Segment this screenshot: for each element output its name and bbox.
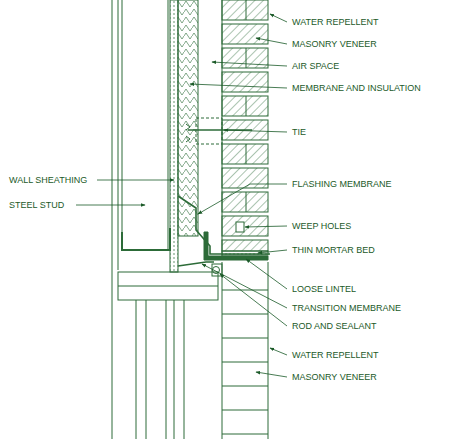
callout-label: WALL SHEATHING xyxy=(8,174,88,186)
callout-label: FLASHING MEMBRANE xyxy=(291,178,393,190)
callout-label: TIE xyxy=(291,126,307,138)
leader-lines xyxy=(76,14,287,377)
callout-label: THIN MORTAR BED xyxy=(291,244,376,256)
callout-label: MEMBRANE AND INSULATION xyxy=(291,82,422,94)
callout-label: WATER REPELLENT xyxy=(291,16,380,28)
callout-label: STEEL STUD xyxy=(8,199,65,211)
callout-label: WEEP HOLES xyxy=(291,220,352,232)
callout-label: LOOSE LINTEL xyxy=(291,283,357,295)
callout-label: MASONRY VENEER xyxy=(291,371,378,383)
callout-label: WATER REPELLENT xyxy=(291,349,380,361)
callout-label: MASONRY VENEER xyxy=(291,38,378,50)
section-linework xyxy=(112,0,270,439)
callout-label: AIR SPACE xyxy=(291,60,340,72)
callout-label: TRANSITION MEMBRANE xyxy=(291,302,402,314)
callout-label: ROD AND SEALANT xyxy=(291,320,378,332)
